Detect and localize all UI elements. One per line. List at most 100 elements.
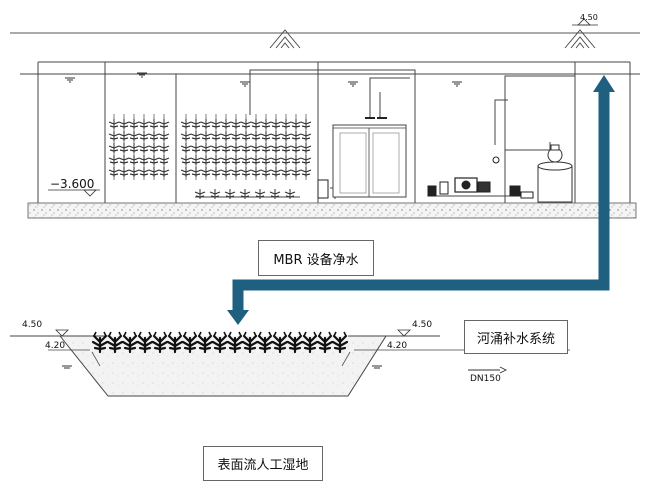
diffuser	[280, 118, 292, 130]
wetland-plant	[151, 330, 169, 354]
pump-equipment	[317, 156, 534, 199]
diffuser	[220, 142, 232, 154]
diffuser	[220, 154, 232, 166]
diffuser	[260, 142, 272, 154]
diffuser	[138, 154, 150, 166]
diffuser	[280, 142, 292, 154]
wetland-plant	[331, 330, 349, 354]
diffuser	[210, 166, 222, 178]
wetland-plant	[286, 330, 304, 354]
diffuser	[280, 154, 292, 166]
diffuser	[300, 118, 312, 130]
diffuser	[230, 166, 242, 178]
wetland-plant	[271, 330, 289, 354]
elevation-marker-top: 4.50	[572, 13, 598, 26]
wetland-plant	[211, 330, 229, 354]
diffuser	[108, 154, 120, 166]
wetland-plant	[106, 330, 124, 354]
diffuser	[180, 130, 192, 142]
diffuser	[260, 130, 272, 142]
diffuser	[118, 130, 130, 142]
diffuser	[200, 118, 212, 130]
diffuser	[250, 118, 262, 130]
diffuser	[108, 142, 120, 154]
pipe-dn-label: DN150	[470, 374, 501, 384]
diffuser	[250, 142, 262, 154]
diffuser	[240, 118, 252, 130]
diffuser	[200, 154, 212, 166]
diffuser	[260, 154, 272, 166]
diffuser	[250, 130, 262, 142]
elevation-wetland-right-water: 4.20	[387, 341, 407, 351]
diffuser	[138, 142, 150, 154]
wetland-plant	[301, 330, 319, 354]
diffuser	[158, 118, 170, 130]
label-river: 河涌补水系统	[464, 320, 568, 354]
diffuser	[118, 166, 130, 178]
diffuser	[138, 166, 150, 178]
diffuser	[200, 142, 212, 154]
diffuser	[180, 154, 192, 166]
diffuser	[128, 142, 140, 154]
diffuser	[290, 142, 302, 154]
elevation-wetland-left-top: 4.50	[22, 320, 42, 330]
diffuser	[138, 130, 150, 142]
diffuser	[250, 166, 262, 178]
water-level-marks	[65, 72, 462, 87]
diffuser	[260, 166, 272, 178]
diffuser	[158, 142, 170, 154]
diffuser	[230, 154, 242, 166]
diffuser	[118, 154, 130, 166]
wetland-plant	[166, 330, 184, 354]
diffuser	[118, 142, 130, 154]
ground-hatch-left	[269, 29, 301, 49]
elevation-tank-bottom: −3.600	[50, 177, 94, 191]
wetland-plant	[226, 330, 244, 354]
diffuser	[180, 166, 192, 178]
diffuser	[158, 154, 170, 166]
wetland-plant	[121, 330, 139, 354]
diffuser	[240, 166, 252, 178]
diffuser	[230, 130, 242, 142]
label-mbr: MBR 设备净水	[258, 240, 374, 276]
diffuser	[230, 142, 242, 154]
diffuser	[260, 118, 272, 130]
diffuser	[210, 130, 222, 142]
wetland-elevations: 4.50 4.20 4.50 4.20 DN150	[22, 320, 508, 384]
wetland-plant	[136, 330, 154, 354]
diffuser	[270, 166, 282, 178]
diffuser	[300, 154, 312, 166]
diffuser	[290, 130, 302, 142]
diffuser	[300, 130, 312, 142]
label-wetland: 表面流人工湿地	[203, 446, 323, 481]
diffuser	[148, 130, 160, 142]
diffuser	[180, 118, 192, 130]
diffuser	[230, 118, 242, 130]
diffuser	[240, 142, 252, 154]
diffuser	[290, 118, 302, 130]
diffuser	[220, 118, 232, 130]
wetland-plants	[91, 330, 349, 354]
diffuser	[210, 118, 222, 130]
diffuser	[138, 118, 150, 130]
wetland-plant	[316, 330, 334, 354]
wetland-plant	[256, 330, 274, 354]
tank-base-gravel	[27, 202, 637, 219]
diffuser	[108, 166, 120, 178]
aeration-diffusers	[108, 114, 312, 200]
diffuser	[240, 154, 252, 166]
elevation-top-right: 4.50	[580, 13, 598, 22]
diffuser	[210, 154, 222, 166]
diffuser	[108, 118, 120, 130]
diffuser	[240, 130, 252, 142]
diffuser	[300, 166, 312, 178]
diffuser	[220, 130, 232, 142]
diffuser	[190, 166, 202, 178]
diffuser	[190, 118, 202, 130]
diffuser	[128, 154, 140, 166]
pipe-network	[249, 69, 575, 199]
diffuser	[270, 154, 282, 166]
diffuser	[128, 118, 140, 130]
diffuser	[200, 130, 212, 142]
diffuser	[148, 154, 160, 166]
